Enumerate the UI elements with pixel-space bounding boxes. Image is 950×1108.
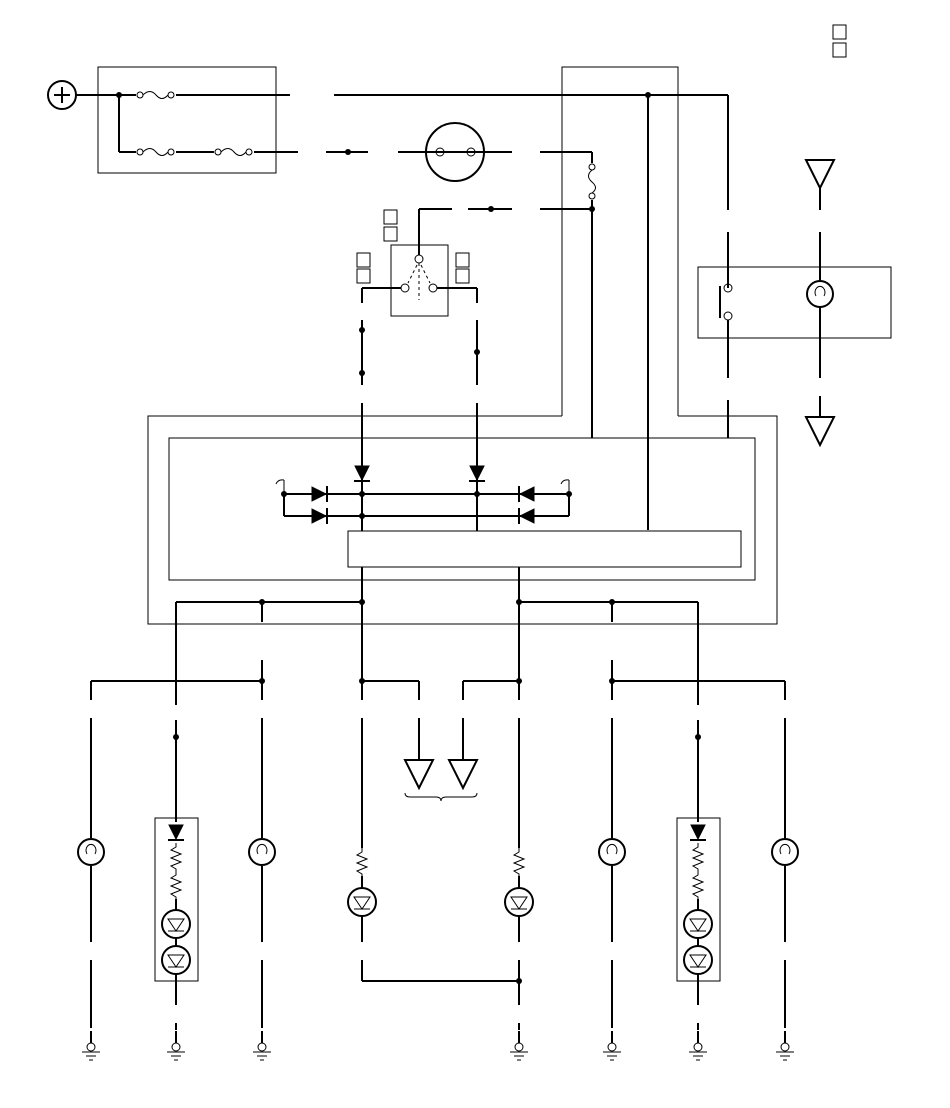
connector-triangle-icon [447, 759, 479, 791]
bulb-icon [806, 280, 834, 308]
reference-boxes [832, 24, 847, 58]
fuse-box [76, 66, 298, 174]
unit-outputs [175, 567, 699, 705]
fuse-icon [136, 147, 176, 157]
led-icon [683, 945, 713, 975]
connector-triangle-icon [804, 159, 836, 191]
top-wiring [326, 92, 729, 530]
ground-icon [688, 1030, 708, 1061]
resistor-icon [356, 847, 368, 877]
diode-icon [311, 486, 328, 502]
switch-icon [361, 244, 478, 317]
ground-icon [509, 1030, 529, 1061]
right-led-module [676, 720, 721, 1061]
diode-icon [311, 508, 328, 524]
outer-frame-wires [561, 66, 679, 416]
battery-positive-icon [47, 80, 77, 110]
fuse-icon [588, 163, 596, 200]
left-bulb-circuit [77, 718, 105, 1061]
flasher-unit [425, 122, 485, 182]
hazard-switch-wiring [418, 206, 592, 255]
resistor-icon [170, 870, 182, 900]
resistor-icon [513, 847, 525, 877]
switch-labels [356, 209, 470, 284]
led-icon [504, 887, 534, 917]
bulb-icon [771, 838, 799, 866]
connector-triangle-icon [804, 416, 836, 448]
diode-icon [518, 508, 535, 524]
bulb-icon [248, 838, 276, 866]
diode-network [275, 438, 572, 531]
led-icon [683, 909, 713, 939]
left-mid-bulb-circuit [248, 718, 276, 1061]
distribution-wiring [90, 678, 786, 700]
resistor-icon [170, 842, 182, 872]
bulb-icon [77, 838, 105, 866]
bulb-icon [598, 838, 626, 866]
indicator-assembly [697, 159, 892, 448]
control-unit [147, 415, 778, 625]
resistor-icon [692, 870, 704, 900]
led-icon [347, 887, 377, 917]
fuse-icon [214, 147, 254, 157]
ground-icon [252, 1030, 272, 1061]
led-icon [161, 909, 191, 939]
right-mid-bulb-circuit [598, 718, 626, 1061]
center-right-led-circuit [504, 718, 534, 1061]
led-icon [161, 945, 191, 975]
diode-icon [518, 486, 535, 502]
switch-outputs [359, 320, 480, 468]
right-bulb-circuit [771, 718, 799, 1061]
ground-icon [81, 1030, 101, 1061]
ground-icon [775, 1030, 795, 1061]
ground-icon [166, 1030, 186, 1061]
center-left-led-circuit [347, 718, 519, 982]
left-led-module [154, 720, 199, 1061]
resistor-icon [692, 842, 704, 872]
fuse-icon [136, 90, 176, 100]
ground-icon [602, 1030, 622, 1061]
connector-triangle-icon [403, 759, 435, 791]
connector-pair [403, 718, 479, 802]
